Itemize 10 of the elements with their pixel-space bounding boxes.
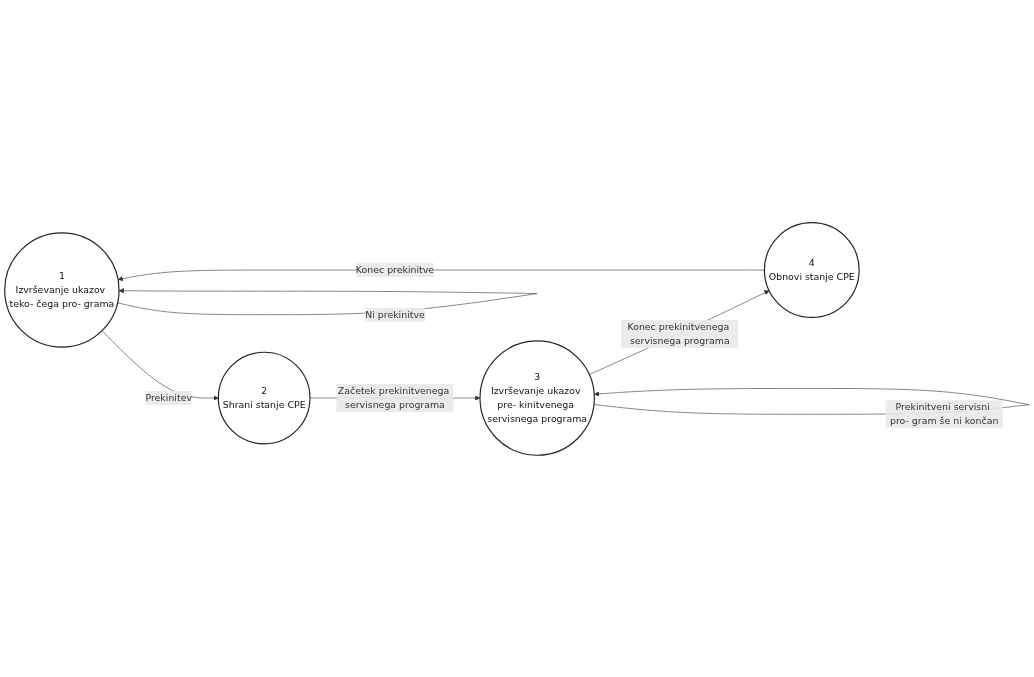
edge-label: Konec prekinitvenega servisnega programa <box>627 320 730 346</box>
edge-label: Začetek prekinitvenega servisnega programa <box>337 384 450 410</box>
node-circle: 2 Shrani stanje CPE <box>217 351 311 444</box>
edge-label: Konec prekinitve <box>355 263 435 275</box>
edge-label: Prekinitveni servisni pro- gram še ni končan <box>889 400 999 427</box>
node-circle: 1 Izvrševanje ukazov teko- čega pro- grama <box>4 231 120 348</box>
node-circle: 3 Izvrševanje ukazov pre- kinitvenega servisnega programa <box>479 339 595 456</box>
edge-label: Prekinitev <box>145 391 192 403</box>
edge-label: Ni prekinitve <box>365 308 425 320</box>
node-circle: 4 Obnovi stanje CPE <box>763 221 860 318</box>
